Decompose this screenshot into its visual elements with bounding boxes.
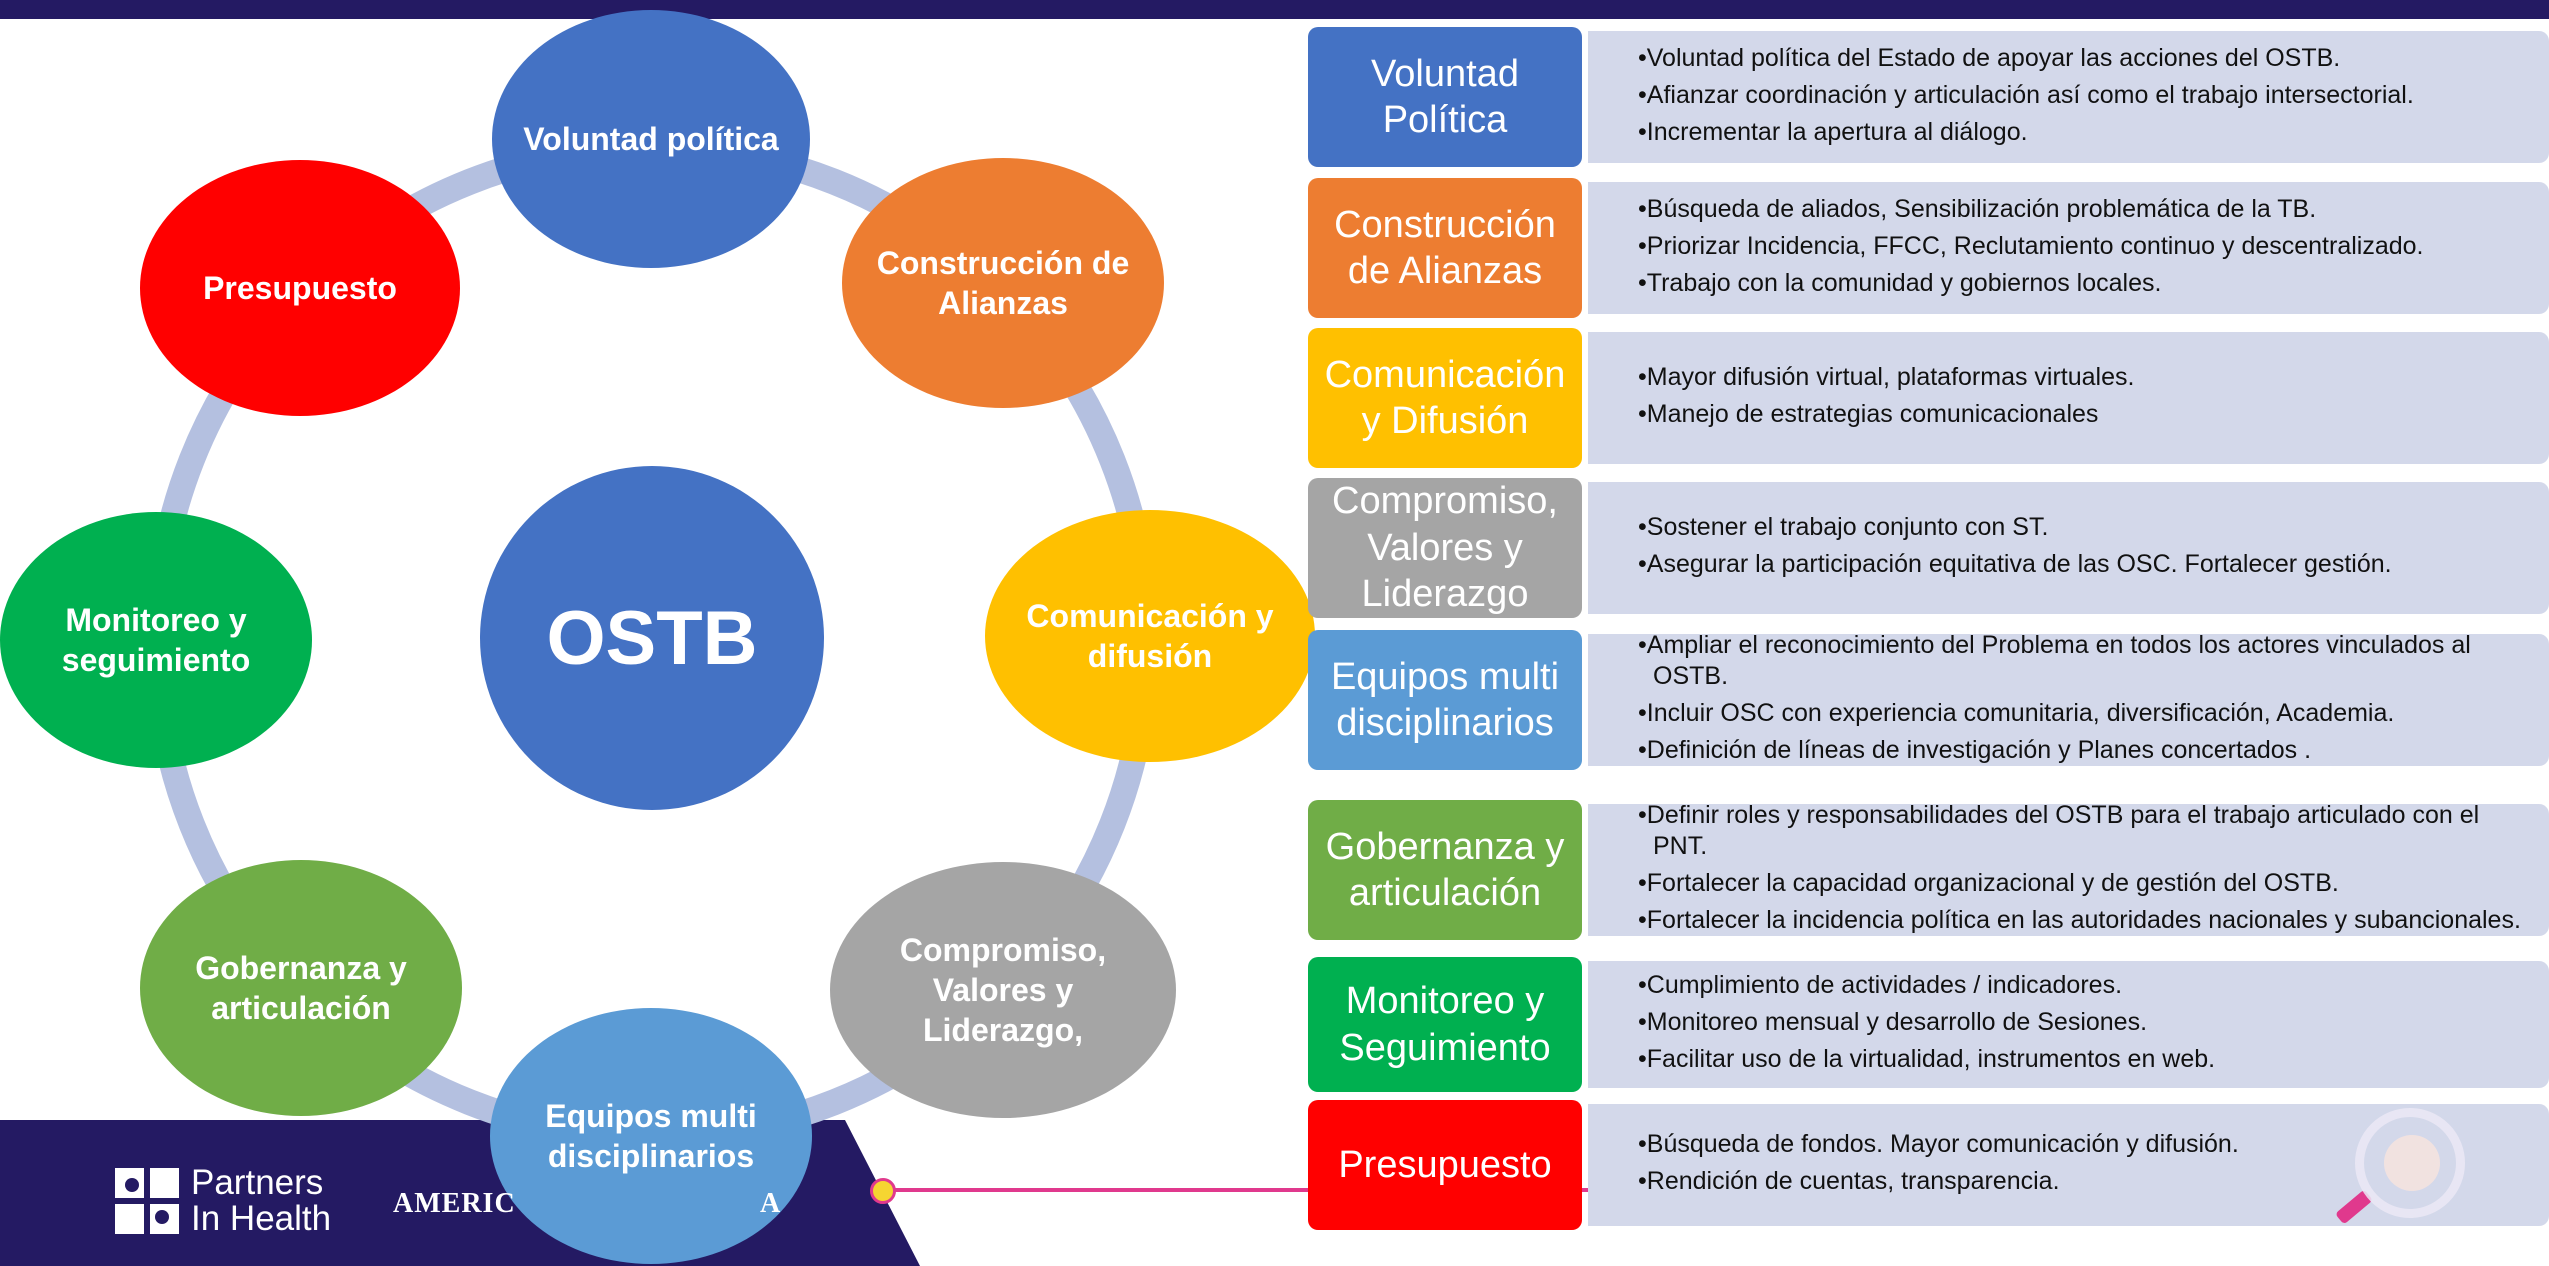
row-label-1: Voluntad Política <box>1308 27 1582 167</box>
row-item: Trabajo con la comunidad y gobiernos loc… <box>1638 268 2529 299</box>
row-label-2: Construcción de Alianzas <box>1308 178 1582 318</box>
row-details-2: Búsqueda de aliados, Sensibilización pro… <box>1588 182 2549 314</box>
row-item: Incluir OSC con experiencia comunitaria,… <box>1638 698 2529 729</box>
row-item: Manejo de estrategias comunicacionales <box>1638 399 2529 430</box>
row-item: Mayor difusión virtual, plataformas virt… <box>1638 362 2529 393</box>
center-node-ostb: OSTB <box>480 466 824 810</box>
row-item: Rendición de cuentas, transparencia. <box>1638 1166 2529 1197</box>
row-label-6: Gobernanza y articulación <box>1308 800 1582 940</box>
logo-line-1: Partners <box>191 1163 324 1202</box>
row-details-6: Definir roles y responsabilidades del OS… <box>1588 801 2549 936</box>
row-item: Afianzar coordinación y articulación así… <box>1638 80 2529 111</box>
row-item: Incrementar la apertura al diálogo. <box>1638 117 2529 148</box>
node-voluntad: Voluntad política <box>492 10 810 268</box>
row-label-7: Monitoreo y Seguimiento <box>1308 957 1582 1092</box>
connector-dot <box>870 1178 896 1204</box>
row-details-7: Cumplimiento de actividades / indicadore… <box>1588 961 2549 1088</box>
row-details-4: Sostener el trabajo conjunto con ST. Aseg… <box>1588 482 2549 614</box>
partners-in-health-logo: Partners In Health <box>115 1165 331 1237</box>
row-item: Ampliar el reconocimiento del Problema e… <box>1638 630 2529 692</box>
node-equipos: Equipos multi disciplinarios <box>490 1008 812 1264</box>
row-label-5: Equipos multi disciplinarios <box>1308 630 1582 770</box>
row-item: Asegurar la participación equitativa de … <box>1638 549 2529 580</box>
row-details-3: Mayor difusión virtual, plataformas virt… <box>1588 332 2549 464</box>
row-label-4: Compromiso, Valores y Liderazgo <box>1308 478 1582 618</box>
logo-line-2: In Health <box>191 1199 332 1238</box>
row-item: Voluntad política del Estado de apoyar l… <box>1638 43 2529 74</box>
row-item: Búsqueda de fondos. Mayor comunicación y… <box>1638 1129 2529 1160</box>
row-label-3: Comunicación y Difusión <box>1308 328 1582 468</box>
org-text-right: A <box>760 1188 781 1219</box>
node-comunicacion: Comunicación y difusión <box>985 510 1315 762</box>
row-item: Definición de líneas de investigación y … <box>1638 735 2529 766</box>
row-item: Facilitar uso de la virtualidad, instrum… <box>1638 1044 2529 1075</box>
row-item: Definir roles y responsabilidades del OS… <box>1638 800 2529 862</box>
row-item: Fortalecer la incidencia política en las… <box>1638 905 2529 936</box>
magnifier-icon <box>2355 1108 2465 1218</box>
node-monitoreo: Monitoreo y seguimiento <box>0 512 312 768</box>
row-item: Cumplimiento de actividades / indicadore… <box>1638 970 2529 1001</box>
node-gobernanza: Gobernanza y articulación <box>140 860 462 1116</box>
row-item: Sostener el trabajo conjunto con ST. <box>1638 512 2529 543</box>
row-item: Priorizar Incidencia, FFCC, Reclutamient… <box>1638 231 2529 262</box>
row-details-1: Voluntad política del Estado de apoyar l… <box>1588 31 2549 163</box>
row-item: Búsqueda de aliados, Sensibilización pro… <box>1638 194 2529 225</box>
node-compromiso: Compromiso, Valores y Liderazgo, <box>830 862 1176 1118</box>
row-item: Monitoreo mensual y desarrollo de Sesion… <box>1638 1007 2529 1038</box>
row-item: Fortalecer la capacidad organizacional y… <box>1638 868 2529 899</box>
node-alianzas: Construcción de Alianzas <box>842 158 1164 408</box>
node-presupuesto: Presupuesto <box>140 160 460 416</box>
row-details-5: Ampliar el reconocimiento del Problema e… <box>1588 631 2549 766</box>
row-label-8: Presupuesto <box>1308 1100 1582 1230</box>
lungs-icon <box>2384 1135 2440 1191</box>
org-text-left: AMERIC <box>393 1188 516 1219</box>
pih-logo-icon <box>115 1168 179 1234</box>
